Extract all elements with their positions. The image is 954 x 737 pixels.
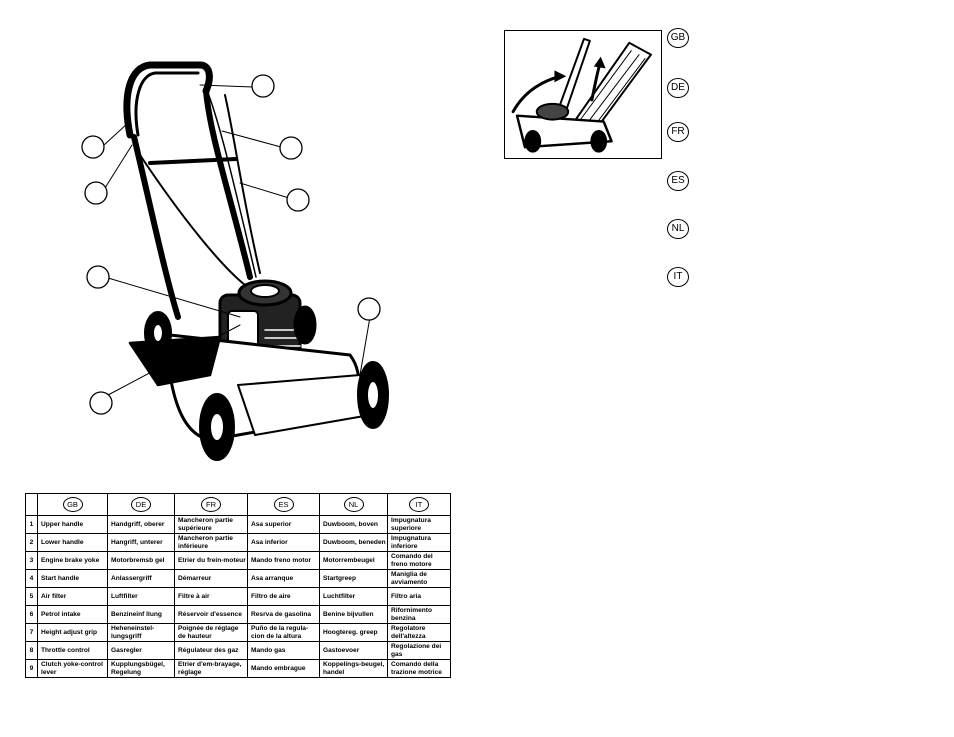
table-cell: Handgriff, oberer (107, 515, 175, 534)
table-cell: Start handle (37, 569, 108, 588)
header-cell: ES (247, 493, 320, 516)
table-cell: Kupplungsbügel, Regelung (107, 659, 175, 678)
table-cell: Asa arranque (247, 569, 320, 588)
callout-circle (357, 297, 381, 321)
table-cell: Asa superior (247, 515, 320, 534)
header-cell: FR (174, 493, 248, 516)
table-cell: Motorrembeugel (319, 551, 388, 570)
table-cell: Gastoevoer (319, 641, 388, 660)
table-cell: Petrol intake (37, 605, 108, 624)
row-number: 3 (25, 551, 38, 570)
table-cell: Etrier du frein-moteur (174, 551, 248, 570)
table-cell: Height adjust grip (37, 623, 108, 642)
table-cell: Réservoir d'essence (174, 605, 248, 624)
lang-badge-de: DE (667, 78, 689, 98)
lang-badge-es: ES (667, 171, 689, 191)
table-cell: Throttle control (37, 641, 108, 660)
header-cell: DE (107, 493, 175, 516)
table-cell: Comando del freno motore (387, 551, 451, 570)
table-cell: Rifornimento benzina (387, 605, 451, 624)
table-cell: Luchtfilter (319, 587, 388, 606)
table-cell: Air filter (37, 587, 108, 606)
table-cell: Anlassergriff (107, 569, 175, 588)
callout-circle (86, 265, 110, 289)
table-cell: Upper handle (37, 515, 108, 534)
table-cell: Hangriff, unterer (107, 533, 175, 552)
table-header-row: GB DE FR ES NL IT (25, 493, 451, 516)
table-cell: Mancheron partie inférieure (174, 533, 248, 552)
lang-badge-fr: FR (667, 122, 689, 142)
table-cell: Benine bijvullen (319, 605, 388, 624)
table-cell: Etrier d'em-brayage, réglage (174, 659, 248, 678)
table-cell: Filtro aria (387, 587, 451, 606)
table-cell: Motorbremsb gel (107, 551, 175, 570)
table-cell: Duwboom, beneden (319, 533, 388, 552)
lower-handle-drawing (131, 134, 181, 320)
table-cell: Clutch yoke-control lever (37, 659, 108, 678)
table-cell: Resrva de gasolina (247, 605, 320, 624)
table-cell: Luftfilter (107, 587, 175, 606)
table-cell: Mando freno motor (247, 551, 320, 570)
table-cell: Regolatore dell'altezza (387, 623, 451, 642)
table-cell: Asa inferior (247, 533, 320, 552)
callout-circle (251, 74, 275, 98)
table-cell: Startgreep (319, 569, 388, 588)
table-cell: Duwboom, boven (319, 515, 388, 534)
header-cell: IT (387, 493, 451, 516)
row-number: 7 (25, 623, 38, 642)
table-cell: Engine brake yoke (37, 551, 108, 570)
callout-circle (279, 136, 303, 160)
callout-circle (89, 391, 113, 415)
table-cell: Démarreur (174, 569, 248, 588)
table-cell: Mando embrague (247, 659, 320, 678)
row-number: 2 (25, 533, 38, 552)
header-cell: GB (37, 493, 108, 516)
table-cell: Impugnatura superiore (387, 515, 451, 534)
table-cell: Koppelings-beugel, handel (319, 659, 388, 678)
table-cell: Puño de la regula-cion de la altura (247, 623, 320, 642)
upper-handle-drawing (123, 61, 213, 139)
callout-circle (286, 188, 310, 212)
header-cell: NL (319, 493, 388, 516)
callout-circle (81, 135, 105, 159)
table-cell: Mando gas (247, 641, 320, 660)
table-cell: Mancheron partie supérieure (174, 515, 248, 534)
table-cell: Impugnatura inferiore (387, 533, 451, 552)
table-cell: Régulateur des gaz (174, 641, 248, 660)
table-cell: Hoogtereg. greep (319, 623, 388, 642)
lang-badge-nl: NL (667, 219, 689, 239)
lawn-mower-diagram (81, 61, 389, 461)
table-cell: Regolazione dei gas (387, 641, 451, 660)
table-cell: Maniglia de avviamento (387, 569, 451, 588)
table-cell: Benzineinf llung (107, 605, 175, 624)
table-cell: Heheneinstel-lungsgriff (107, 623, 175, 642)
row-number: 4 (25, 569, 38, 588)
row-number: 1 (25, 515, 38, 534)
row-number: 9 (25, 659, 38, 678)
table-cell: Filtre à air (174, 587, 248, 606)
lang-badge-gb: GB (667, 28, 689, 48)
row-number: 8 (25, 641, 38, 660)
lang-badge-it: IT (667, 267, 689, 287)
callout-circle (84, 181, 108, 205)
table-cell: Lower handle (37, 533, 108, 552)
table-cell: Comando della trazione motrice (387, 659, 451, 678)
handle-folding-diagram (504, 30, 662, 159)
table-cell: Gasregler (107, 641, 175, 660)
table-cell: Poignée de réglage de hauteur (174, 623, 248, 642)
row-number: 6 (25, 605, 38, 624)
row-number: 5 (25, 587, 38, 606)
table-cell: Filtro de aire (247, 587, 320, 606)
header-cell-num (25, 493, 38, 516)
